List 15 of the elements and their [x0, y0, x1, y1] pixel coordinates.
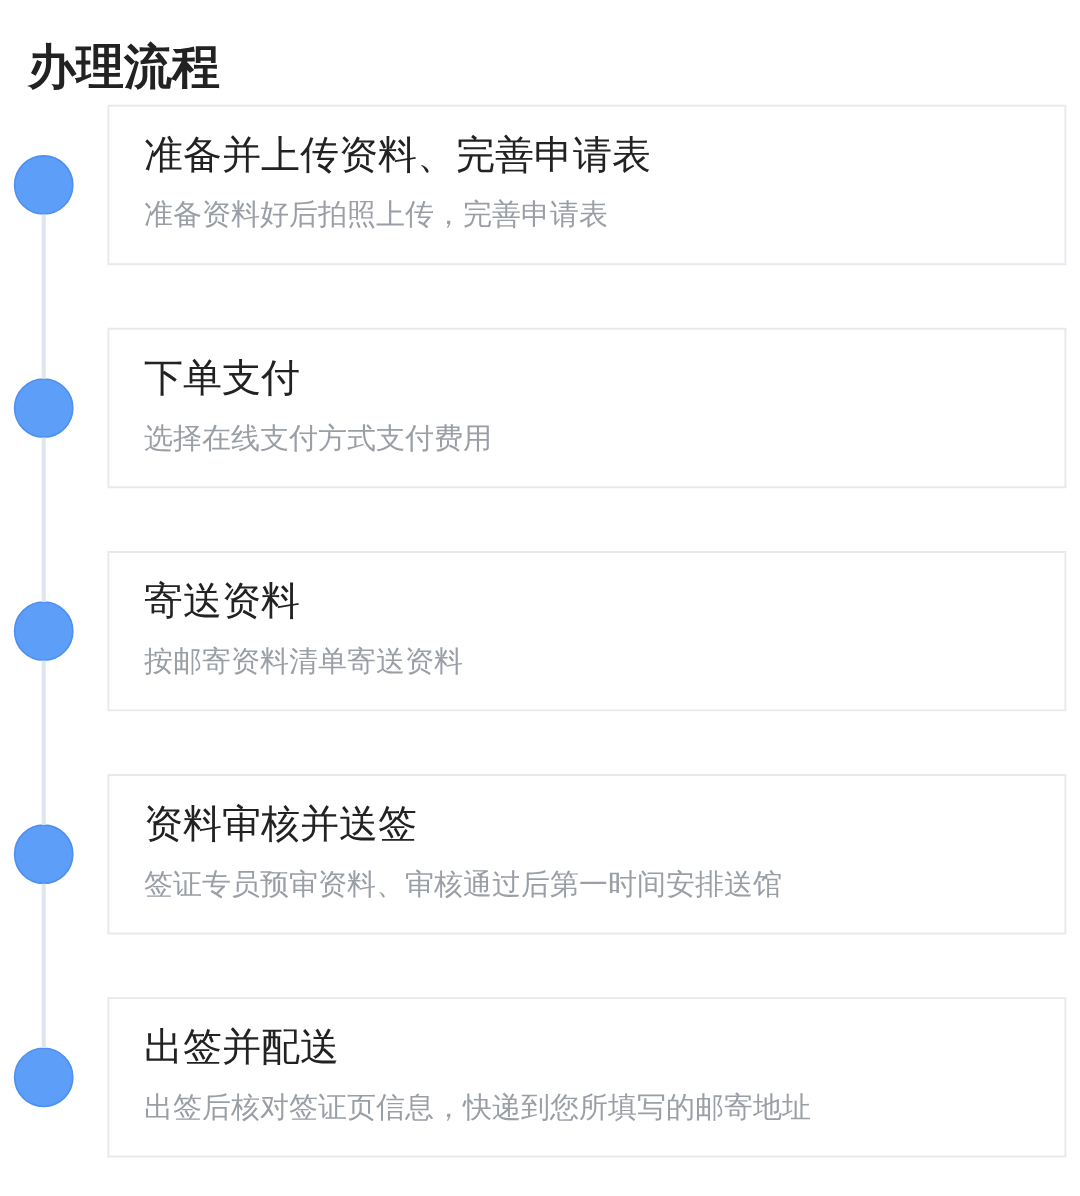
- node-circle: [13, 601, 74, 662]
- node-box: 出签并配送 出签后核对签证页信息，快递到您所填写的邮寄地址: [107, 997, 1067, 1158]
- node-box: 下单支付 选择在线支付方式支付费用: [107, 327, 1067, 489]
- node-box: 准备并上传资料、完善申请表 准备资料好后拍照上传，完善申请表: [107, 104, 1067, 266]
- node-box: 寄送资料 按邮寄资料清单寄送资料: [107, 550, 1067, 712]
- connector: [41, 437, 46, 602]
- connector: [41, 214, 46, 379]
- node-circle: [13, 1047, 74, 1108]
- diagram-title: 办理流程: [27, 38, 220, 95]
- node-circle: [13, 155, 74, 215]
- node-circle: [13, 378, 74, 438]
- connector: [41, 660, 46, 825]
- node-box: 资料审核并送签 签证专员预审资料、审核通过后第一时间安排送馆: [107, 774, 1067, 935]
- connector: [41, 883, 46, 1049]
- node-circle: [13, 824, 74, 885]
